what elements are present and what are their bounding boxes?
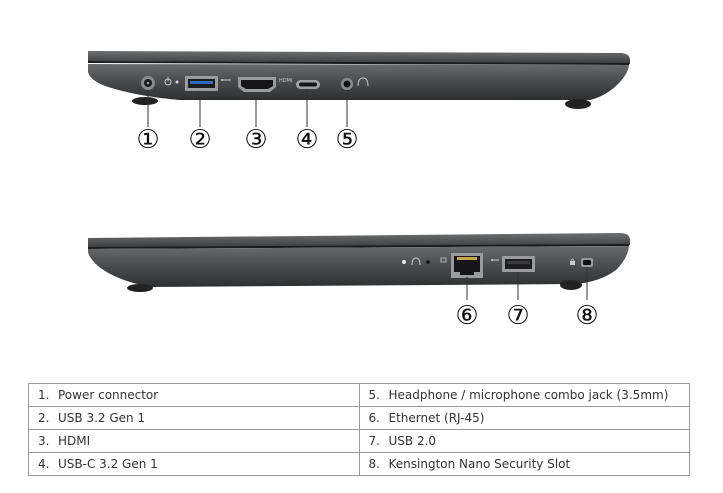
legend-cell: 5. Headphone / microphone combo jack (3.5…: [358, 383, 690, 407]
power-icon: [164, 77, 179, 86]
legend-label: Kensington Nano Security Slot: [388, 457, 571, 471]
table-row: 1. Power connector 5. Headphone / micropho…: [28, 383, 690, 407]
foot-right: [565, 99, 591, 109]
legend-num: 3.: [38, 434, 50, 448]
lock-icon: [570, 258, 575, 265]
legend-num: 8.: [368, 457, 380, 471]
table-row: 4. USB-C 3.2 Gen 1 8. Kensington Nano Secu…: [28, 452, 690, 476]
lid-top-2: [88, 233, 630, 248]
foot-left-2: [127, 284, 153, 292]
legend-num: 7.: [368, 434, 380, 448]
legend-label: Power connector: [58, 388, 159, 402]
network-icon: [440, 257, 447, 263]
legend-num: 2.: [38, 411, 50, 425]
headset-icon: [357, 77, 369, 87]
legend-cell: 8. Kensington Nano Security Slot: [358, 452, 690, 476]
callouts-bottom: ⑥ ⑦ ⑧: [455, 301, 598, 331]
leader-lines-bottom: [466, 267, 588, 300]
legend-cell: 7. USB 2.0: [358, 429, 690, 453]
callout-8: ⑧: [575, 301, 598, 331]
hdmi-port: [238, 77, 276, 92]
ports-legend-table: 1. Power connector 5. Headphone / micropho…: [28, 383, 690, 476]
lid-seam-2: [87, 244, 630, 249]
power-connector-port: [141, 76, 155, 90]
callout-6: ⑥: [455, 301, 478, 331]
legend-num: 5.: [368, 388, 380, 402]
legend-label: USB 3.2 Gen 1: [58, 411, 146, 425]
callout-5: ⑤: [335, 125, 358, 155]
legend-label: HDMI: [58, 434, 91, 448]
legend-label: Ethernet (RJ-45): [388, 411, 485, 425]
status-indicator-icons: [402, 257, 430, 266]
ethernet-port: [451, 253, 483, 278]
lid-top: [88, 51, 630, 64]
laptop-right-side-view: [87, 233, 630, 300]
usb-icon: [491, 259, 499, 261]
legend-cell: 4. USB-C 3.2 Gen 1: [28, 452, 360, 476]
callout-1: ①: [136, 125, 159, 155]
legend-cell: 1. Power connector: [28, 383, 360, 407]
legend-cell: 6. Ethernet (RJ-45): [358, 406, 690, 430]
legend-label: USB-C 3.2 Gen 1: [58, 457, 158, 471]
usb-ss-icon: [221, 79, 231, 81]
usb-c-port: [296, 80, 320, 89]
table-row: 3. HDMI 7. USB 2.0: [28, 429, 690, 453]
legend-cell: 2. USB 3.2 Gen 1: [28, 406, 360, 430]
laptop-side-views: HDMI ① ② ③ ④ ⑤: [87, 51, 630, 331]
callouts-top: ① ② ③ ④ ⑤: [136, 125, 358, 155]
legend-num: 1.: [38, 388, 50, 402]
legend-label: USB 2.0: [388, 434, 437, 448]
laptop-left-side-view: HDMI: [87, 51, 630, 127]
legend-label: Headphone / microphone combo jack (3.5mm…: [388, 388, 669, 402]
audio-combo-jack: [341, 78, 353, 90]
foot-right-2: [560, 280, 582, 290]
table-row: 2. USB 3.2 Gen 1 6. Ethernet (RJ-45): [28, 406, 690, 430]
usb-2-0-port: [502, 256, 535, 272]
lid-seam: [87, 61, 630, 65]
leader-lines-top: [147, 89, 348, 127]
legend-cell: 3. HDMI: [28, 429, 360, 453]
usb-3-2-gen1-port: [185, 76, 218, 91]
legend-num: 4.: [38, 457, 50, 471]
callout-7: ⑦: [506, 301, 529, 331]
callout-3: ③: [244, 125, 267, 155]
legend-num: 6.: [368, 411, 380, 425]
callout-4: ④: [295, 125, 318, 155]
foot-left: [132, 97, 158, 105]
base-body-2: [88, 246, 629, 287]
kensington-slot: [581, 258, 593, 267]
callout-2: ②: [188, 125, 211, 155]
hdmi-logo: HDMI: [279, 78, 292, 84]
